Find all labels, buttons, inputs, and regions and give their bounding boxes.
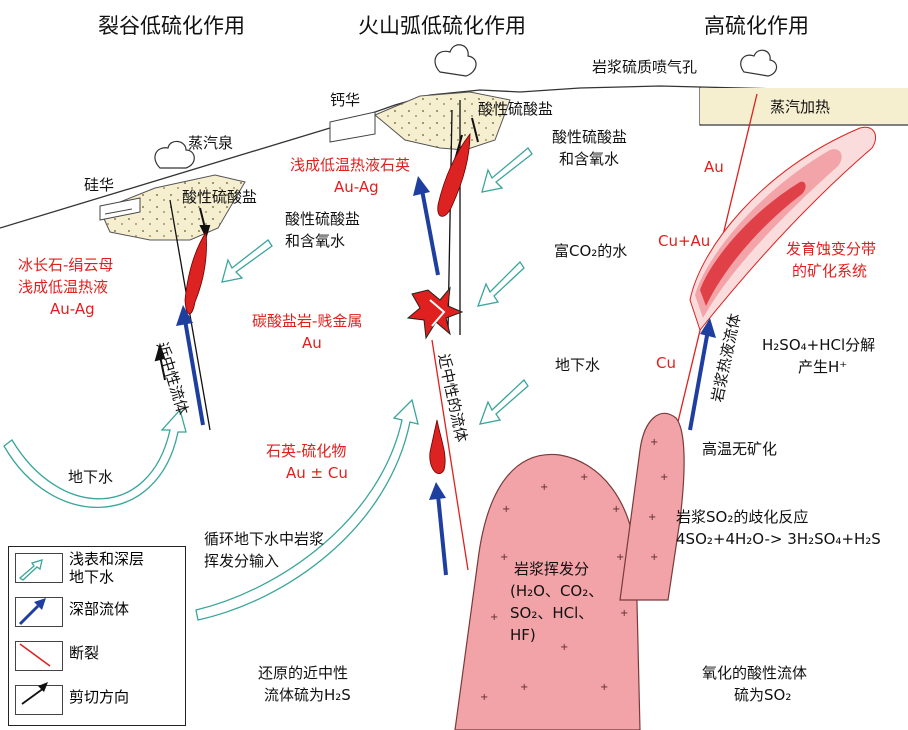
legend-row-deep-fluid: 深部流体 xyxy=(9,593,185,629)
svg-text:+: + xyxy=(540,482,548,493)
ore-label-cu: Cu xyxy=(656,354,676,372)
label-reduced-fluid-2: 流体硫为H₂S xyxy=(264,686,351,704)
label-groundwater-center: 地下水 xyxy=(555,356,601,374)
legend: 浅表和深层 地下水 深部流体 断裂 剪切方向 xyxy=(8,546,186,726)
ore-label-alteration-1: 发育蚀变分带 xyxy=(786,240,877,258)
label-acid-sulfate-arc: 酸性硫酸盐 xyxy=(478,100,554,118)
ore-label-quartz-sulfide-2: Au ± Cu xyxy=(286,464,348,482)
ore-label-carbonate-1: 碳酸盐岩-贱金属 xyxy=(252,312,363,330)
steam-heated-zone xyxy=(700,88,908,124)
shear-arrows xyxy=(154,117,479,381)
siliceous-sinter-deposit xyxy=(99,174,246,241)
svg-text:+: + xyxy=(650,552,658,563)
label-acid-sulfate-top: 酸性硫酸盐 xyxy=(552,128,628,146)
label-circulating-water-1: 循环地下水中岩浆 xyxy=(204,530,325,548)
ore-label-cu-au: Cu+Au xyxy=(658,232,711,250)
ore-label-quartz-sulfide-1: 石英-硫化物 xyxy=(266,442,347,460)
label-calcareous-sinter: 钙华 xyxy=(330,91,361,109)
shear-legend-icon xyxy=(15,685,63,715)
label-oxygenated-water-mid: 和含氧水 xyxy=(285,232,346,250)
legend-groundwater-2: 地下水 xyxy=(69,568,115,586)
svg-text:+: + xyxy=(620,608,628,619)
svg-text:+: + xyxy=(616,552,624,563)
svg-text:+: + xyxy=(502,504,510,515)
ore-label-rift-1: 冰长石-绢云母 xyxy=(18,256,114,274)
label-acid-sulfate-rift: 酸性硫酸盐 xyxy=(182,188,258,206)
magmatic-stock xyxy=(619,412,685,601)
label-oxygenated-water-top: 和含氧水 xyxy=(559,150,620,168)
svg-text:+: + xyxy=(660,472,668,483)
label-disproportionation-2: 4SO₂+4H₂O-> 3H₂SO₄+H₂S xyxy=(676,530,881,548)
legend-groundwater-1: 浅表和深层 xyxy=(69,550,145,568)
label-barren-zone: 高温无矿化 xyxy=(702,440,778,458)
legend-deep-fluid: 深部流体 xyxy=(69,600,130,618)
legend-row-shear: 剪切方向 xyxy=(9,681,185,717)
header-high-sulfidation: 高硫化作用 xyxy=(704,14,809,38)
svg-text:+: + xyxy=(560,642,568,653)
label-steam-heating: 蒸汽加热 xyxy=(770,98,831,116)
legend-row-fault: 断裂 xyxy=(9,637,185,673)
header-arc-low-sulfidation: 火山弧低硫化作用 xyxy=(358,14,526,38)
legend-shear: 剪切方向 xyxy=(69,688,130,706)
label-acid-decomposition-2: 产生H⁺ xyxy=(798,358,848,376)
deep-fluid-legend-icon xyxy=(15,597,63,627)
steam-plumes xyxy=(154,44,778,169)
label-acid-decomposition-1: H₂SO₄+HCl分解 xyxy=(762,336,876,354)
label-disproportionation-1: 岩浆SO₂的歧化反应 xyxy=(676,508,809,526)
groundwater-legend-icon xyxy=(15,553,63,583)
intrusion-crosses: + + + + + + + + + + + + + + + + xyxy=(480,437,668,703)
label-oxidized-fluid-2: 硫为SO₂ xyxy=(734,686,792,704)
label-acid-sulfate-mid: 酸性硫酸盐 xyxy=(285,210,361,228)
label-circulating-water-2: 挥发分输入 xyxy=(204,552,280,570)
svg-text:+: + xyxy=(490,612,498,623)
label-magmatic-volatiles-2: (H₂O、CO₂、 xyxy=(510,582,604,600)
ore-label-rift-3: Au-Ag xyxy=(50,300,95,318)
label-magmatic-volatiles-1: 岩浆挥发分 xyxy=(514,560,590,578)
label-fumarole: 岩浆硫质喷气孔 xyxy=(592,58,698,76)
label-groundwater-left: 地下水 xyxy=(68,468,114,486)
sinter-terraces xyxy=(99,197,141,221)
fault-legend-icon xyxy=(15,641,63,671)
label-reduced-fluid-1: 还原的近中性 xyxy=(258,664,349,682)
header-rift-low-sulfidation: 裂谷低硫化作用 xyxy=(98,14,245,38)
label-co2-water: 富CO₂的水 xyxy=(554,242,628,260)
svg-text:+: + xyxy=(480,692,488,703)
ore-label-carbonate-2: Au xyxy=(302,334,322,352)
svg-text:+: + xyxy=(650,437,658,448)
carbonate-base-metal-star xyxy=(406,286,464,340)
legend-row-groundwater: 浅表和深层 地下水 xyxy=(9,549,185,586)
ore-label-alteration-2: 的矿化系统 xyxy=(792,262,868,280)
deep-fluid-arrows xyxy=(176,176,716,576)
svg-text:+: + xyxy=(600,682,608,693)
svg-text:+: + xyxy=(580,472,588,483)
ore-label-rift-2: 浅成低温热液 xyxy=(18,278,109,296)
legend-fault: 断裂 xyxy=(69,644,100,662)
svg-text:+: + xyxy=(520,682,528,693)
label-hot-spring: 蒸汽泉 xyxy=(188,134,234,152)
ore-label-arc-2: Au-Ag xyxy=(334,178,379,196)
label-oxidized-fluid-1: 氧化的酸性流体 xyxy=(702,664,808,682)
svg-text:+: + xyxy=(648,512,656,523)
label-siliceous-sinter: 硅华 xyxy=(84,176,115,194)
ore-label-au: Au xyxy=(704,158,724,176)
label-magmatic-volatiles-4: HF) xyxy=(510,626,536,644)
svg-text:+: + xyxy=(612,504,620,515)
ore-veins xyxy=(184,132,471,475)
label-magmatic-volatiles-3: SO₂、HCl、 xyxy=(510,604,594,622)
calc-terraces xyxy=(329,111,376,143)
alteration-halo xyxy=(689,126,876,332)
svg-text:+: + xyxy=(500,552,508,563)
groundwater-arrows xyxy=(3,147,533,621)
ore-label-arc-1: 浅成低温热液石英 xyxy=(290,156,411,174)
